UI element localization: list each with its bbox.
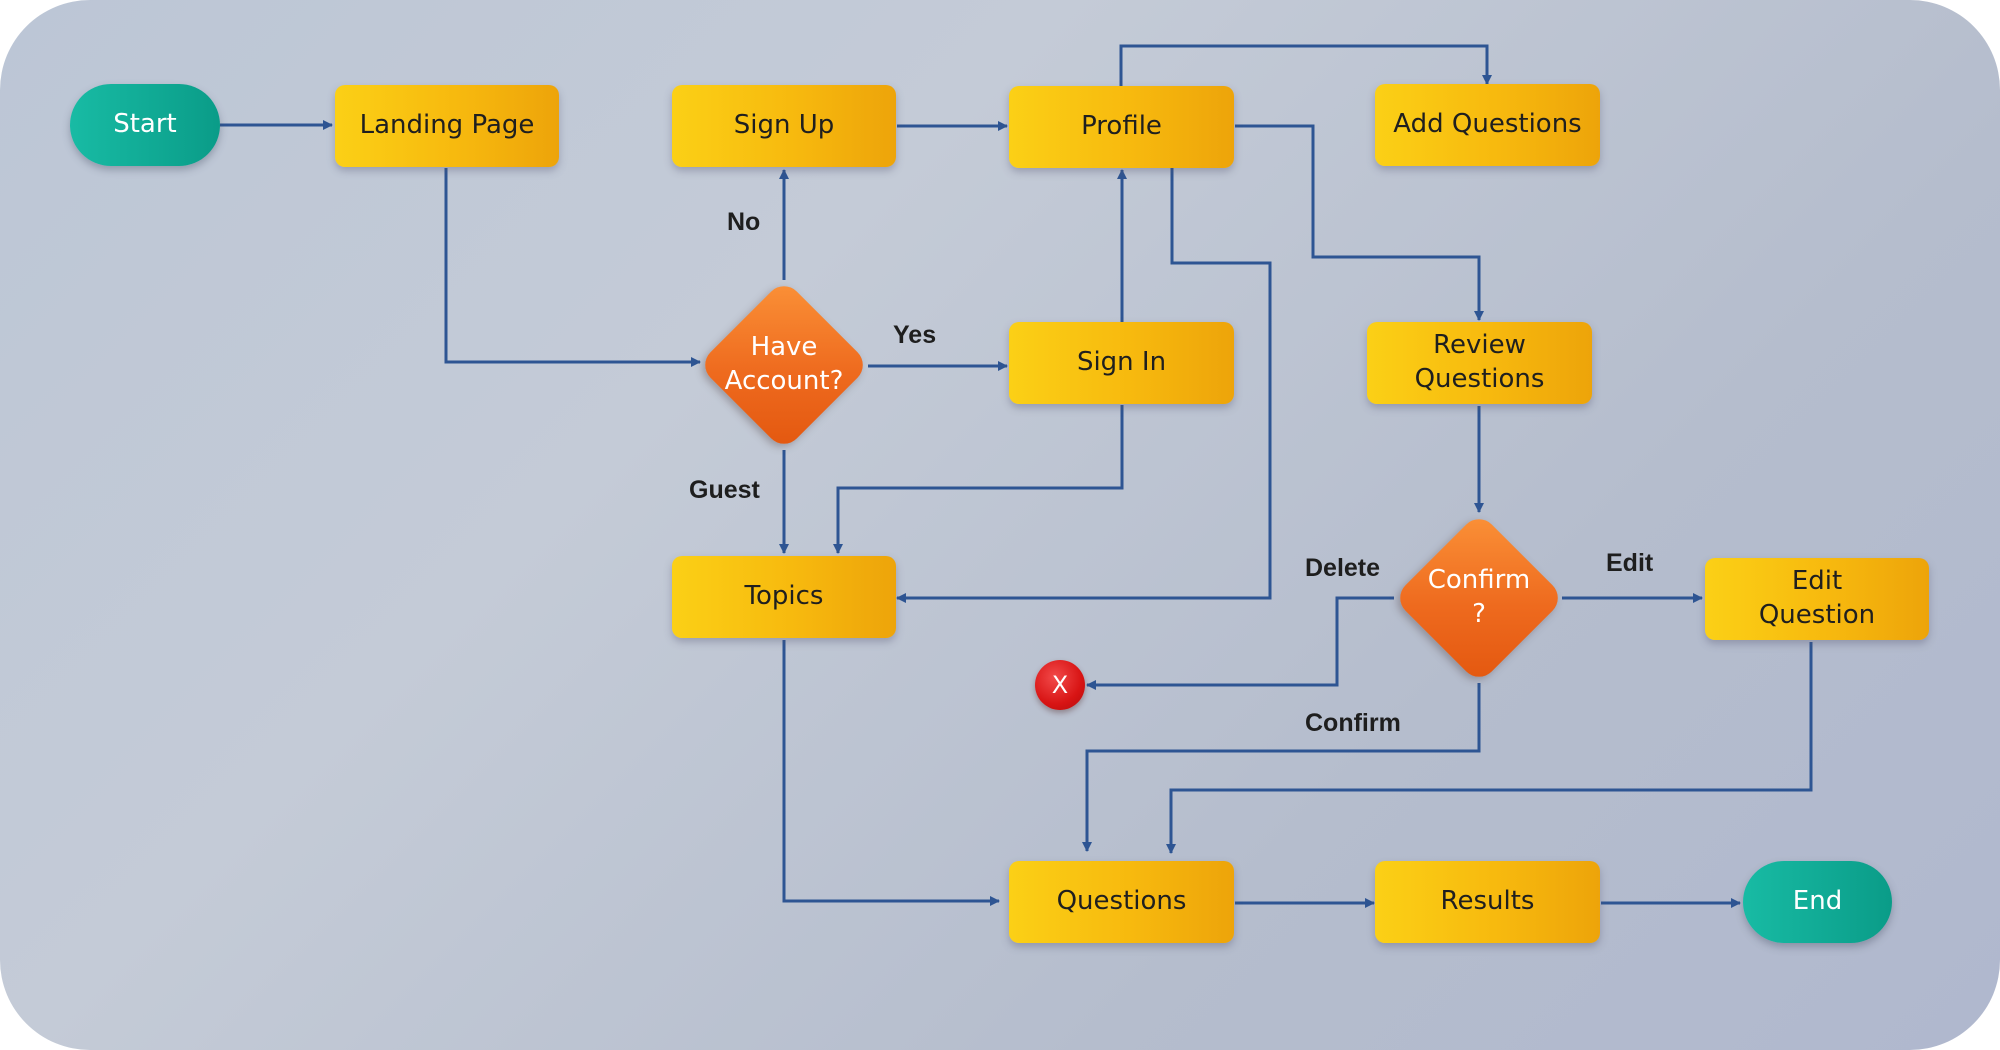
results-node: Results	[1375, 861, 1600, 943]
edge-sign-in-topics	[833, 405, 1124, 554]
questions-node: Questions	[1009, 861, 1234, 943]
edit-question-node: Edit Question	[1705, 558, 1929, 640]
sign-up-node: Sign Up	[672, 85, 896, 167]
confirm-decision-label: Confirm ?	[1427, 565, 1531, 629]
edge-topics-questions	[782, 640, 1000, 906]
edge-confirm-questions	[1082, 683, 1481, 852]
edge-edit-questions	[1166, 642, 1813, 854]
edge-profile-add-questions	[1119, 44, 1492, 86]
review-questions-node: Review Questions	[1367, 322, 1592, 404]
have-account-decision: Have Account?	[697, 278, 871, 452]
profile-node: Profile	[1009, 86, 1234, 168]
edge-confirm-delete	[1086, 596, 1394, 690]
edge-label-confirm: Confirm	[1305, 709, 1401, 737]
edge-label-delete: Delete	[1305, 554, 1381, 582]
have-account-label: Have Account?	[724, 332, 844, 396]
end-terminal: End	[1743, 861, 1892, 943]
delete-end-marker: X	[1035, 660, 1085, 710]
add-questions-node: Add Questions	[1375, 84, 1600, 166]
edge-profile-review	[1235, 124, 1484, 321]
edge-label-no: No	[727, 208, 761, 236]
sign-in-node: Sign In	[1009, 322, 1234, 404]
confirm-decision: Confirm ?	[1392, 511, 1566, 685]
start-terminal: Start	[70, 84, 220, 166]
edge-label-edit: Edit	[1606, 549, 1654, 577]
topics-node: Topics	[672, 556, 896, 638]
edge-label-yes: Yes	[893, 321, 937, 349]
edge-landing-have-account	[444, 168, 701, 367]
edge-label-guest: Guest	[689, 476, 760, 504]
landing-page-node: Landing Page	[335, 85, 559, 167]
edge-profile-topics	[896, 168, 1272, 603]
